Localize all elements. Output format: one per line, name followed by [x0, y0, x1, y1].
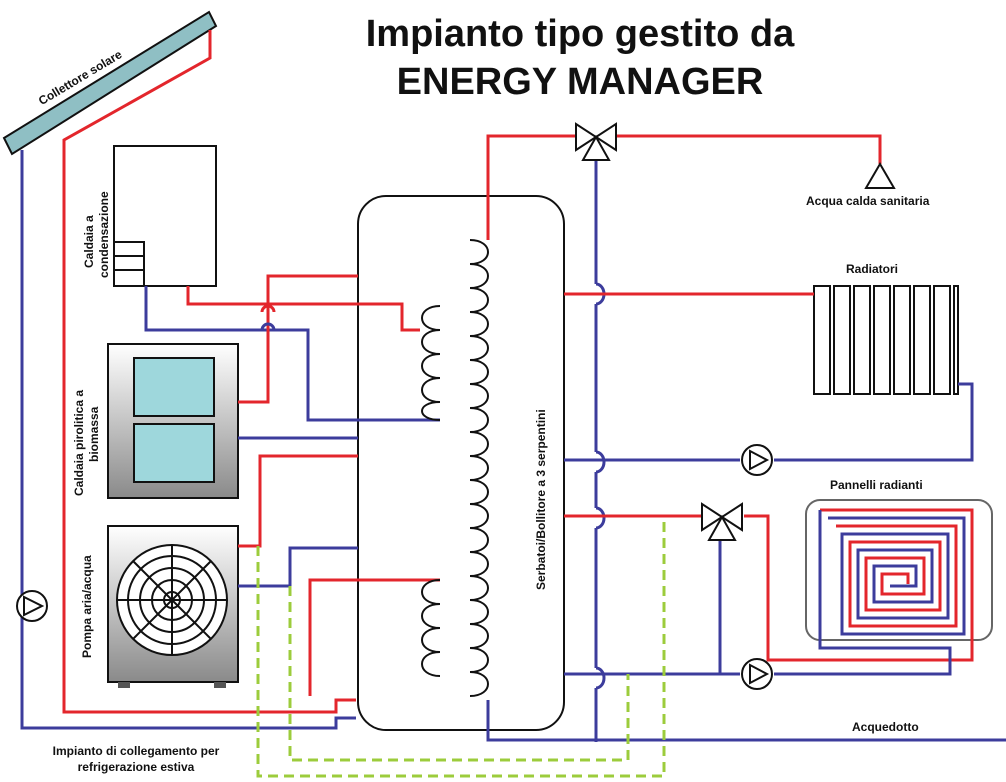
summer-cooling-label-2: refrigerazione estiva [77, 760, 195, 774]
heat-pump [107, 525, 239, 688]
sanitary-pipes [486, 134, 882, 742]
solar-collector [2, 10, 218, 156]
fan-icon [116, 544, 228, 656]
radiator-pump-icon [741, 444, 773, 476]
pyrolytic-boiler-label-2: biomassa [87, 406, 101, 462]
summer-cooling-label-1: Impianto di collegamento per [52, 744, 220, 758]
condensing-boiler-label-2: condensazione [97, 191, 111, 278]
aqueduct-label: Acquedotto [852, 720, 919, 734]
boiler-pipes [144, 274, 440, 696]
solar-hot-pipe [62, 30, 356, 714]
solar-pump-icon [16, 590, 48, 622]
condensing-boiler [113, 145, 217, 287]
condensing-boiler-label-1: Caldaia a [82, 215, 96, 268]
upper-coil [421, 305, 441, 421]
aqueduct-pipe [486, 700, 1006, 742]
radiant-panels-label: Pannelli radianti [830, 478, 923, 492]
radiant-panels [744, 499, 993, 676]
tank-label: Serbatoi/Bollitore a 3 serpentini [534, 409, 548, 590]
lower-coil [421, 579, 441, 677]
radiator-pipes [564, 292, 974, 462]
lower-coil-hot [308, 578, 440, 696]
condensing-boiler-hot [186, 286, 420, 332]
title-line-2: ENERGY MANAGER [396, 61, 764, 103]
heat-pump-hot [238, 454, 358, 548]
panel-pump-icon [741, 658, 773, 690]
pyrolytic-boiler [107, 343, 239, 499]
tall-coil [469, 239, 489, 697]
summer-cooling-link [256, 516, 666, 778]
title-line-1: Impianto tipo gestito da [365, 13, 795, 55]
three-way-valve-panels-icon [701, 502, 743, 541]
condensing-boiler-cold [144, 286, 440, 422]
three-way-valve-top-icon [575, 122, 617, 161]
panel-pipes [564, 514, 740, 676]
hot-water-label: Acqua calda sanitaria [806, 194, 930, 208]
pyrolytic-boiler-label-1: Caldaia pirolitica a [72, 389, 86, 496]
heat-pump-cold [238, 546, 358, 588]
solar-circuit [20, 30, 356, 730]
solar-cold-pipe [20, 150, 356, 730]
radiators-label: Radiatori [846, 262, 899, 276]
radiators [813, 285, 959, 395]
heat-pump-label: Pompa aria/acqua [80, 555, 94, 658]
pyrolytic-boiler-hot [238, 274, 358, 404]
tap-icon [864, 162, 896, 189]
